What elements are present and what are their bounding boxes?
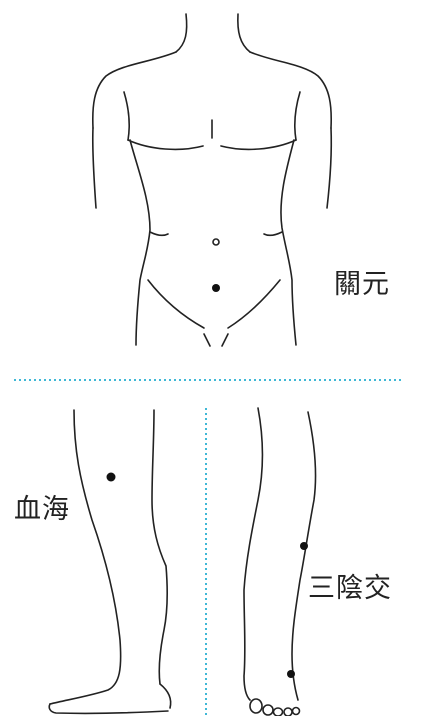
toe-fourth bbox=[284, 708, 292, 716]
left-leg-back bbox=[50, 410, 121, 704]
left-leg-front bbox=[152, 410, 167, 684]
left-foot-sole bbox=[49, 704, 168, 713]
pubic-left bbox=[204, 334, 210, 346]
arm-right bbox=[327, 128, 331, 208]
right-leg-inner bbox=[244, 408, 263, 700]
torso-side-left bbox=[130, 140, 150, 345]
sanyinjiao-label: 三陰交 bbox=[308, 566, 392, 605]
toe-second bbox=[263, 705, 273, 715]
pubic-right bbox=[222, 334, 228, 346]
shoulder-left bbox=[93, 52, 176, 128]
neck-right bbox=[238, 14, 250, 52]
right-leg-outer bbox=[292, 412, 316, 700]
sanyinjiao-point bbox=[300, 542, 308, 550]
groin-line-left bbox=[148, 280, 204, 328]
torso-figure bbox=[93, 14, 332, 346]
left-leg-figure bbox=[49, 410, 170, 713]
groin-line-right bbox=[228, 280, 280, 328]
left-foot-top bbox=[160, 684, 171, 708]
toe-fifth bbox=[293, 708, 300, 715]
xuehai-point bbox=[107, 473, 116, 482]
toe-big bbox=[250, 699, 262, 713]
navel-marker bbox=[213, 239, 219, 245]
arm-left bbox=[93, 128, 96, 208]
pectoral-right bbox=[221, 140, 296, 149]
armpit-right bbox=[295, 92, 300, 140]
armpit-left bbox=[124, 92, 129, 140]
toe-third bbox=[274, 708, 283, 716]
waist-crease-left bbox=[150, 232, 168, 235]
guanyuan-point bbox=[212, 284, 220, 292]
torso-side-right bbox=[281, 140, 296, 345]
waist-crease-right bbox=[264, 232, 282, 235]
right-leg-figure bbox=[244, 408, 316, 716]
neck-left bbox=[176, 14, 187, 52]
xuehai-label: 血海 bbox=[14, 487, 70, 526]
foot-point bbox=[287, 670, 295, 678]
shoulder-right bbox=[250, 52, 331, 128]
pectoral-left bbox=[128, 140, 203, 149]
guanyuan-label: 關元 bbox=[334, 262, 390, 301]
